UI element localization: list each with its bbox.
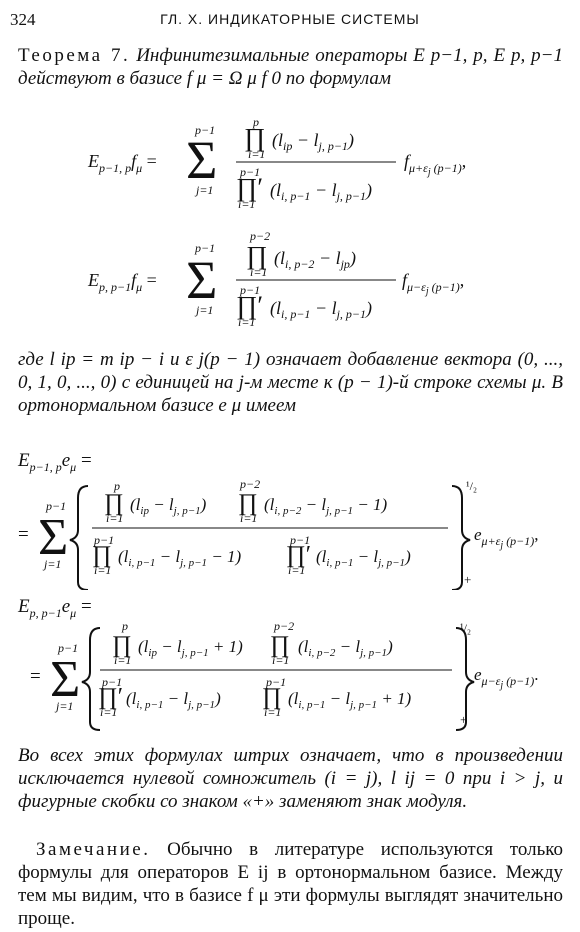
where-text: где l ip = m ip − i и ε j(p − 1) означае… [18,349,563,416]
svg-text:eμ−εj (p−1).: eμ−εj (p−1). [474,665,539,691]
svg-text:i=1: i=1 [100,705,117,719]
svg-text:(li, p−2 − lj, p−1): (li, p−2 − lj, p−1) [298,637,393,659]
remark-text: Обычно в литературе используются только … [18,839,563,929]
svg-text:i=1: i=1 [238,197,255,211]
svg-text:Σ: Σ [38,509,68,566]
svg-text:¹/₂: ¹/₂ [466,479,477,493]
svg-text:Ep−1, peμ =: Ep−1, peμ = [17,450,92,474]
svg-text:p−1: p−1 [93,533,114,547]
svg-text:(li, p−2 − lj, p−1 − 1): (li, p−2 − lj, p−1 − 1) [264,495,388,517]
svg-text:(li, p−1 − lj, p−1): (li, p−1 − lj, p−1) [270,180,372,203]
svg-text:∏′: ∏′ [286,542,311,568]
svg-text:p: p [252,115,259,129]
svg-text:j=1: j=1 [194,183,213,197]
remark-title: Замечание. [36,839,151,860]
svg-text:p−1: p−1 [194,241,215,255]
svg-text:∏: ∏ [262,684,282,710]
svg-text:(lip − lj, p−1 + 1): (lip − lj, p−1 + 1) [138,637,243,659]
svg-text:(li, p−1 − lj, p−1): (li, p−1 − lj, p−1) [126,689,221,711]
svg-text:i=1: i=1 [240,511,257,525]
svg-text:∏: ∏ [244,123,265,152]
svg-text:p−1: p−1 [265,675,286,689]
svg-text:¹/₂: ¹/₂ [460,621,471,635]
svg-text:p−2: p−2 [239,477,260,491]
svg-text:j=1: j=1 [194,303,213,317]
svg-text:Σ: Σ [50,651,80,708]
svg-text:j=1: j=1 [42,557,61,571]
svg-text:(lip − lj, p−1): (lip − lj, p−1) [130,495,207,517]
svg-text:i=1: i=1 [114,653,131,667]
theorem-title: Теорема 7. [18,45,131,66]
svg-text:j=1: j=1 [54,699,73,713]
svg-text:∏′: ∏′ [236,173,263,202]
svg-text:p−2: p−2 [273,619,294,633]
svg-text:∏: ∏ [270,632,290,658]
svg-text:i=1: i=1 [248,147,265,161]
equation-2: Ep, p−1fμ = Σ p−1 j=1 p−2 ∏ i=1 (li, p−2… [0,224,580,334]
svg-text:(li, p−1 − lj, p−1): (li, p−1 − lj, p−1) [270,298,372,321]
svg-text:Ep−1, pfμ =: Ep−1, pfμ = [87,151,157,175]
svg-text:(lip − lj, p−1): (lip − lj, p−1) [272,130,354,153]
prime-explanation: Во всех этих формулах штрих означает, чт… [18,745,563,812]
svg-text:i=1: i=1 [106,511,123,525]
equation-1: Ep−1, pfμ = Σ p−1 j=1 p ∏ i=1 (lip − lj,… [0,104,580,214]
svg-text:i=1: i=1 [238,315,255,329]
svg-text:i=1: i=1 [264,705,281,719]
svg-text:(li, p−1 − lj, p−1 + 1): (li, p−1 − lj, p−1 + 1) [288,689,412,711]
theorem-intro: Инфинитезимальные операторы E p−1, p, E … [18,45,564,89]
svg-text:fμ−εj (p−1),: fμ−εj (p−1), [402,270,464,297]
svg-text:p: p [113,479,120,493]
running-title: ГЛ. X. ИНДИКАТОРНЫЕ СИСТЕМЫ [160,11,420,27]
svg-text:p−1: p−1 [239,283,260,297]
remark: Замечание. Обычно в литературе использую… [18,838,563,930]
svg-text:fμ+εj (p−1),: fμ+εj (p−1), [404,151,466,178]
svg-text:∏′: ∏′ [236,291,263,320]
svg-text:Σ: Σ [186,250,217,310]
svg-text:eμ+εj (p−1),: eμ+εj (p−1), [474,525,539,551]
svg-text:i=1: i=1 [250,265,267,279]
svg-text:i=1: i=1 [272,653,289,667]
svg-text:∏: ∏ [246,241,267,270]
svg-text:=: = [18,524,29,545]
svg-text:Ep, p−1eμ =: Ep, p−1eμ = [17,596,92,620]
svg-text:p−1: p−1 [45,499,66,513]
theorem-statement: Теорема 7. Инфинитезимальные операторы E… [18,44,563,90]
svg-text:(li, p−1 − lj, p−1): (li, p−1 − lj, p−1) [316,547,411,569]
svg-text:+: + [460,712,467,727]
svg-text:p−1: p−1 [194,123,215,137]
svg-text:i=1: i=1 [94,563,111,577]
svg-text:p: p [121,619,128,633]
svg-text:Σ: Σ [186,130,217,190]
svg-text:i=1: i=1 [288,563,305,577]
svg-text:p−1: p−1 [57,641,78,655]
equation-4: Ep, p−1eμ = = Σ p−1 j=1 p ∏ i=1 (lip − l… [0,592,580,742]
svg-text:p−1: p−1 [239,165,260,179]
svg-text:∏: ∏ [112,632,132,658]
svg-text:∏′: ∏′ [98,684,123,710]
svg-text:p−1: p−1 [289,533,310,547]
svg-text:p−2: p−2 [249,229,270,243]
svg-text:∏: ∏ [92,542,112,568]
svg-text:∏: ∏ [238,490,258,516]
svg-text:+: + [464,572,471,587]
svg-text:Ep, p−1fμ =: Ep, p−1fμ = [87,270,157,294]
equation-3: Ep−1, peμ = = Σ p−1 j=1 p ∏ i=1 (lip − l… [0,440,580,590]
svg-text:(li, p−1 − lj, p−1 − 1): (li, p−1 − lj, p−1 − 1) [118,547,242,569]
svg-text:(li, p−2 − ljp): (li, p−2 − ljp) [274,248,356,271]
svg-text:∏: ∏ [104,490,124,516]
svg-text:p−1: p−1 [101,675,122,689]
page-number: 324 [10,10,36,29]
page-header: 324 ГЛ. X. ИНДИКАТОРНЫЕ СИСТЕМЫ [10,10,570,30]
svg-text:=: = [30,666,41,687]
